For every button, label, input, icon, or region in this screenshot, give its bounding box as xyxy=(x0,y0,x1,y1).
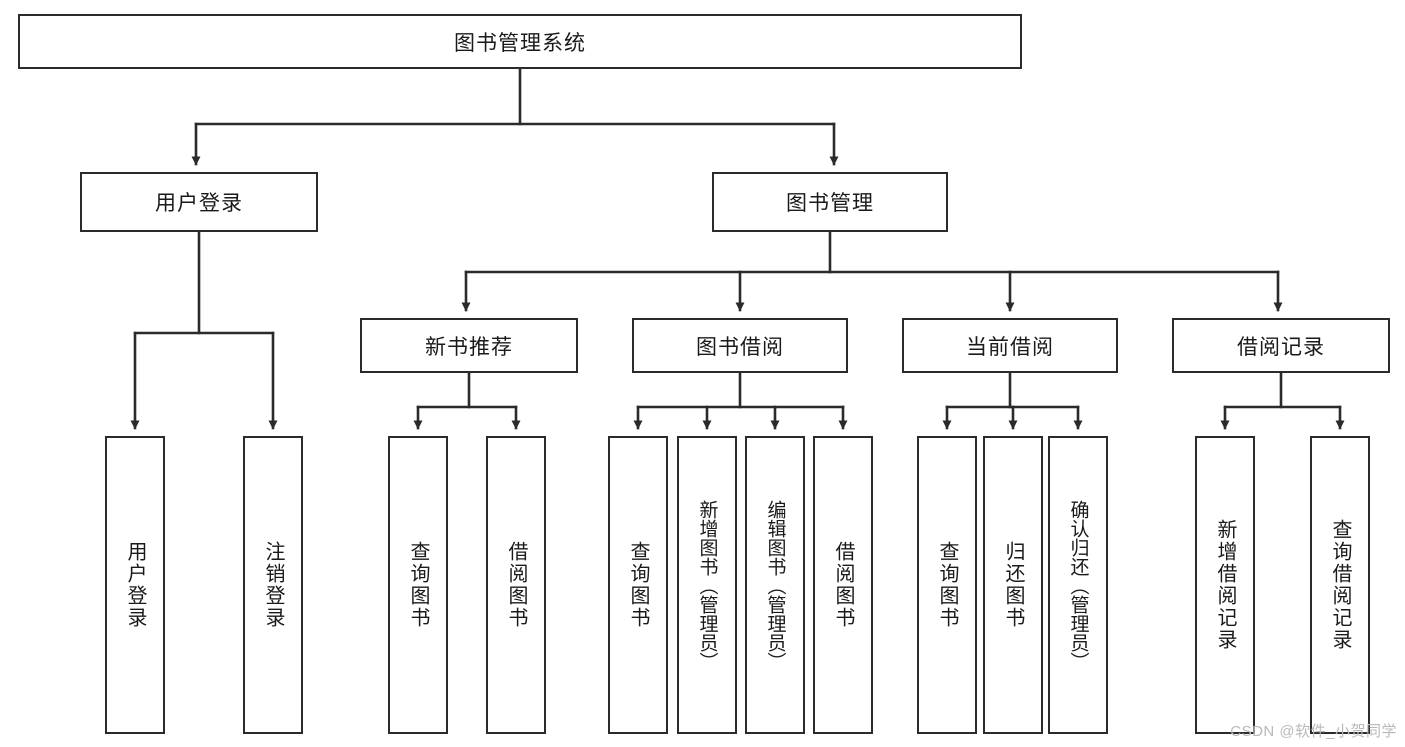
leaf-query-book-1[interactable]: 查询图书 xyxy=(388,436,448,734)
leaf-query-book-3[interactable]: 查询图书 xyxy=(917,436,977,734)
leaf-borrow-book-1-label: 借阅图书 xyxy=(505,541,527,629)
leaf-confirm-return-admin[interactable]: 确认归还（管理员） xyxy=(1048,436,1108,734)
leaf-add-borrow-record-label: 新增借阅记录 xyxy=(1214,519,1236,651)
node-borrow-records-label: 借阅记录 xyxy=(1237,335,1325,359)
leaf-confirm-return-admin-label: 确认归还（管理员） xyxy=(1067,499,1089,671)
edge-borrow-records-to-leaves xyxy=(1220,371,1345,430)
node-root[interactable]: 图书管理系统 xyxy=(18,14,1022,69)
leaf-user-login[interactable]: 用户登录 xyxy=(105,436,165,734)
node-borrow-records[interactable]: 借阅记录 xyxy=(1172,318,1390,373)
leaf-logout-label: 注销登录 xyxy=(262,541,284,629)
leaf-query-book-3-label: 查询图书 xyxy=(936,541,958,629)
leaf-add-book-admin-label: 新增图书（管理员） xyxy=(696,499,718,671)
node-new-book-recommend[interactable]: 新书推荐 xyxy=(360,318,578,373)
node-book-borrow-label: 图书借阅 xyxy=(696,335,784,359)
leaf-query-book-2[interactable]: 查询图书 xyxy=(608,436,668,734)
edge-book-borrow-to-leaves xyxy=(633,371,848,430)
leaf-query-book-2-label: 查询图书 xyxy=(627,541,649,629)
leaf-add-borrow-record[interactable]: 新增借阅记录 xyxy=(1195,436,1255,734)
leaf-borrow-book-2-label: 借阅图书 xyxy=(832,541,854,629)
leaf-user-login-label: 用户登录 xyxy=(124,541,146,629)
leaf-borrow-book-1[interactable]: 借阅图书 xyxy=(486,436,546,734)
leaf-edit-book-admin[interactable]: 编辑图书（管理员） xyxy=(745,436,805,734)
leaf-query-borrow-record[interactable]: 查询借阅记录 xyxy=(1310,436,1370,734)
leaf-query-borrow-record-label: 查询借阅记录 xyxy=(1329,519,1351,651)
node-root-label: 图书管理系统 xyxy=(454,31,586,55)
leaf-edit-book-admin-label: 编辑图书（管理员） xyxy=(764,499,786,671)
node-new-book-recommend-label: 新书推荐 xyxy=(425,335,513,359)
node-current-borrow-label: 当前借阅 xyxy=(966,335,1054,359)
node-user-login[interactable]: 用户登录 xyxy=(80,172,318,232)
edge-book-manage-to-level3 xyxy=(461,230,1283,312)
leaf-add-book-admin[interactable]: 新增图书（管理员） xyxy=(677,436,737,734)
leaf-logout[interactable]: 注销登录 xyxy=(243,436,303,734)
node-book-borrow[interactable]: 图书借阅 xyxy=(632,318,848,373)
node-user-login-label: 用户登录 xyxy=(155,192,243,215)
leaf-query-book-1-label: 查询图书 xyxy=(407,541,429,629)
leaf-return-book[interactable]: 归还图书 xyxy=(983,436,1043,734)
edge-new-book-recommend-to-leaves xyxy=(413,371,521,430)
edge-user-login-to-leaves xyxy=(130,230,278,430)
edge-current-borrow-to-leaves xyxy=(942,371,1083,430)
edge-root-to-level2 xyxy=(191,67,839,166)
node-current-borrow[interactable]: 当前借阅 xyxy=(902,318,1118,373)
node-book-manage[interactable]: 图书管理 xyxy=(712,172,948,232)
leaf-borrow-book-2[interactable]: 借阅图书 xyxy=(813,436,873,734)
leaf-return-book-label: 归还图书 xyxy=(1002,541,1024,629)
node-book-manage-label: 图书管理 xyxy=(786,192,874,215)
